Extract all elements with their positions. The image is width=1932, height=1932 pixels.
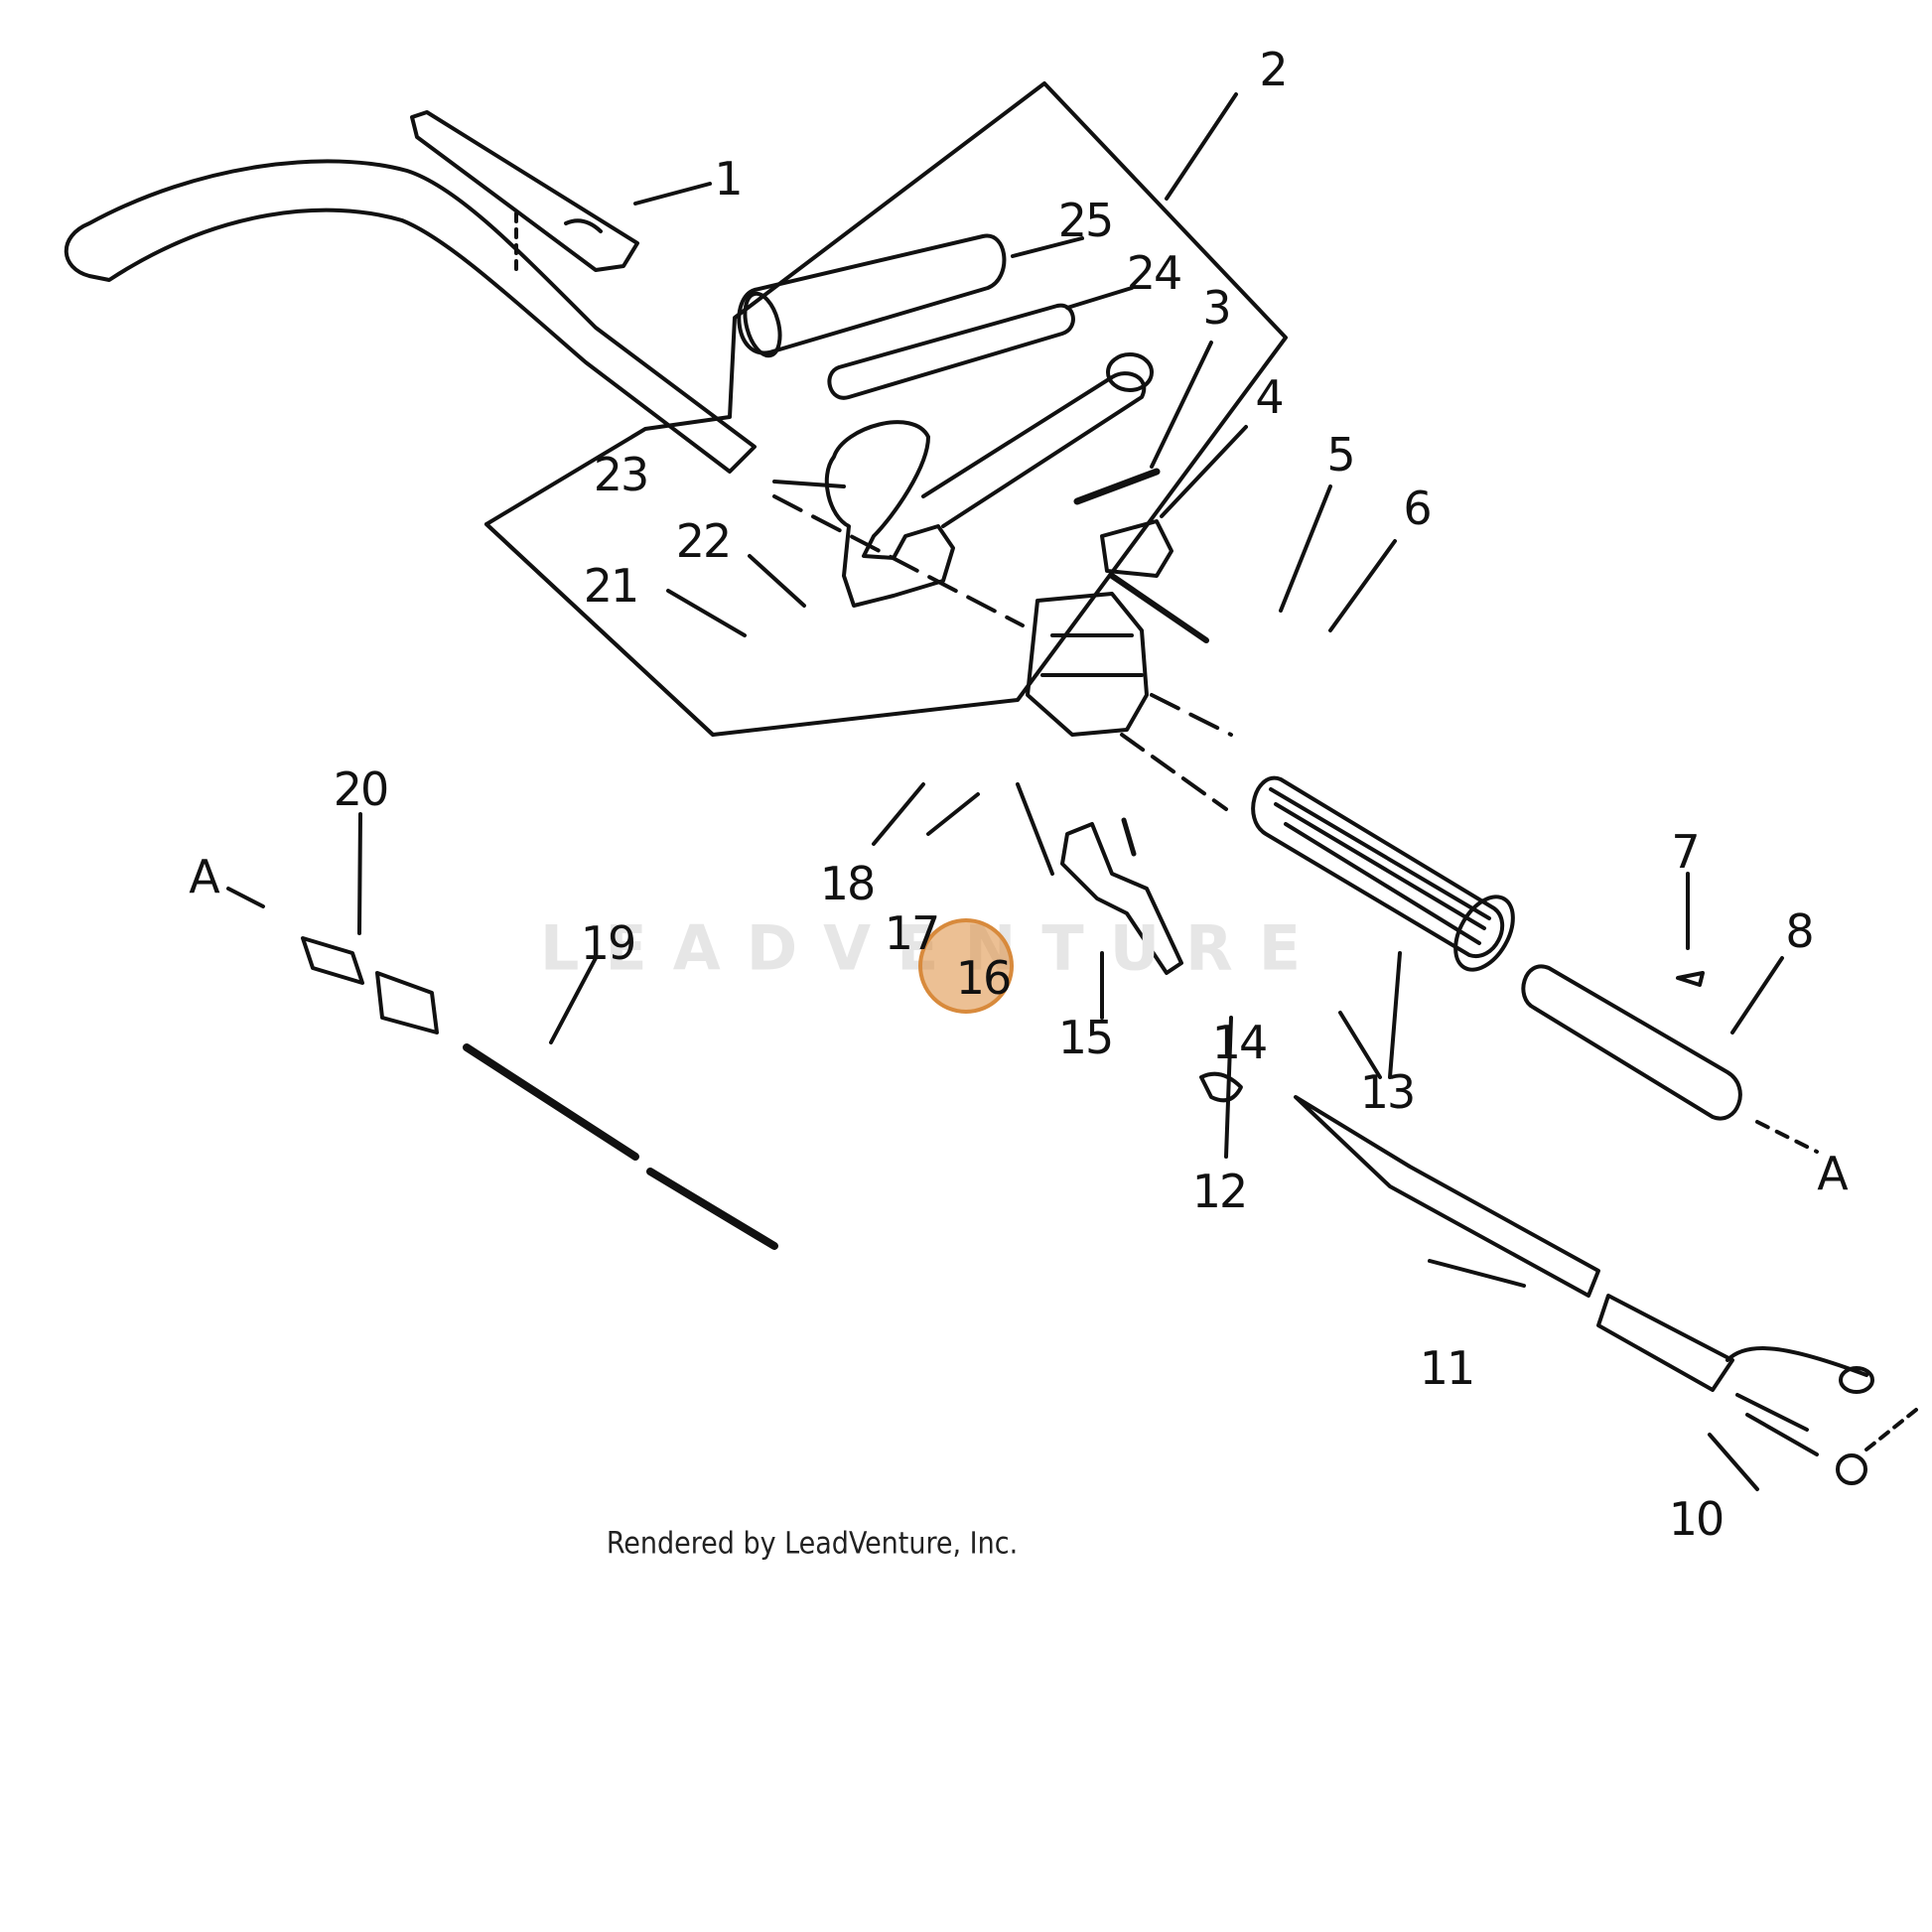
callout-1[interactable]: 1 xyxy=(714,152,743,206)
callout-15[interactable]: 15 xyxy=(1057,1011,1115,1064)
callout-8[interactable]: 8 xyxy=(1785,904,1814,958)
part-1-decal xyxy=(410,110,639,272)
part-13-grip xyxy=(1251,775,1505,959)
callout-24[interactable]: 24 xyxy=(1126,246,1183,300)
callout-4[interactable]: 4 xyxy=(1255,370,1284,424)
callout-11[interactable]: 11 xyxy=(1419,1341,1476,1395)
footer-credit: Rendered by LeadVenture, Inc. xyxy=(606,1526,1019,1562)
callout-19[interactable]: 19 xyxy=(580,916,637,970)
handlebar xyxy=(64,159,757,474)
part-12-clip xyxy=(1199,1071,1243,1103)
callout-6[interactable]: 6 xyxy=(1403,482,1432,535)
callout-17[interactable]: 17 xyxy=(884,906,941,960)
selected-callout-highlight[interactable] xyxy=(918,918,1014,1014)
callout-23[interactable]: 23 xyxy=(593,448,650,501)
part-15-lever xyxy=(1060,822,1183,975)
callout-25[interactable]: 25 xyxy=(1057,194,1115,247)
callout-12[interactable]: 12 xyxy=(1191,1165,1249,1218)
part-20-sleeve xyxy=(301,936,364,985)
part-8-grip xyxy=(1521,964,1742,1121)
section-mark-a-right: A xyxy=(1817,1147,1849,1200)
part-10-fitting xyxy=(1735,1393,1819,1456)
callout-21[interactable]: 21 xyxy=(583,559,640,613)
callout-10[interactable]: 10 xyxy=(1668,1492,1725,1546)
callout-20[interactable]: 20 xyxy=(333,762,390,816)
callout-2[interactable]: 2 xyxy=(1259,43,1288,96)
callout-14[interactable]: 14 xyxy=(1211,1016,1269,1069)
part-3-screw xyxy=(1073,468,1161,505)
callout-13[interactable]: 13 xyxy=(1359,1065,1417,1119)
callout-3[interactable]: 3 xyxy=(1202,281,1231,335)
part-14-pin xyxy=(1121,817,1137,857)
callout-22[interactable]: 22 xyxy=(675,514,733,568)
section-mark-a-left: A xyxy=(189,850,220,903)
callout-5[interactable]: 5 xyxy=(1326,428,1355,482)
part-25-tube xyxy=(737,233,1007,355)
switch-housing xyxy=(1026,592,1149,737)
part-11-cable xyxy=(1294,1095,1600,1298)
part-7-clip xyxy=(1676,971,1705,987)
part-4-switch xyxy=(1100,519,1173,578)
callout-16[interactable]: 16 xyxy=(955,951,1013,1005)
callout-18[interactable]: 18 xyxy=(819,857,877,910)
callout-7[interactable]: 7 xyxy=(1671,825,1700,879)
lever-bracket xyxy=(824,420,955,608)
part-19-cable xyxy=(463,1043,639,1161)
